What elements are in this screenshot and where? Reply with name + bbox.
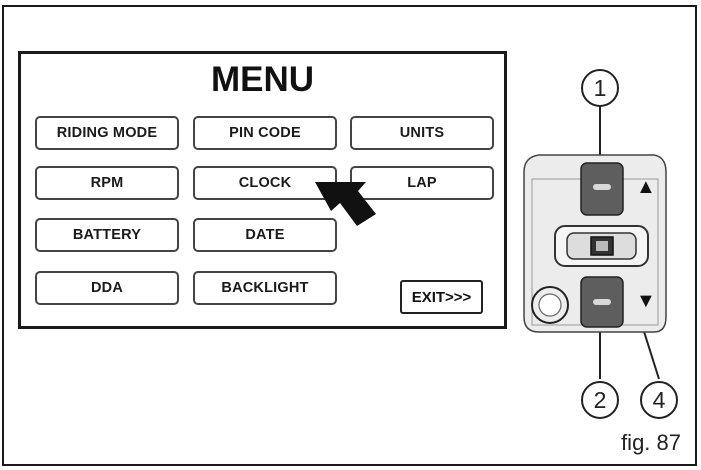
figure-frame: MENU RIDING MODE PIN CODE UNITS RPM CLOC… (2, 5, 697, 466)
riding-mode-button[interactable]: RIDING MODE (35, 116, 179, 150)
dashboard-menu-screen: MENU RIDING MODE PIN CODE UNITS RPM CLOC… (18, 51, 507, 329)
callout-1: 1 (581, 69, 619, 107)
dda-button[interactable]: DDA (35, 271, 179, 305)
lap-button[interactable]: LAP (350, 166, 494, 200)
down-arrow-icon: ▼ (636, 290, 656, 312)
exit-button[interactable]: EXIT>>> (400, 280, 483, 314)
callout-2: 2 (581, 381, 619, 419)
handlebar-switch-diagram (523, 105, 667, 380)
backlight-button[interactable]: BACKLIGHT (193, 271, 337, 305)
figure-label: fig. 87 (621, 430, 681, 455)
selection-arrow-icon (315, 182, 376, 226)
rpm-button[interactable]: RPM (35, 166, 179, 200)
up-arrow-icon: ▲ (636, 176, 656, 198)
battery-button[interactable]: BATTERY (35, 218, 179, 252)
date-button[interactable]: DATE (193, 218, 337, 252)
menu-title: MENU (210, 60, 315, 99)
pin-code-button[interactable]: PIN CODE (193, 116, 337, 150)
units-button[interactable]: UNITS (350, 116, 494, 150)
clock-button[interactable]: CLOCK (193, 166, 337, 200)
callout-4: 4 (640, 381, 678, 419)
